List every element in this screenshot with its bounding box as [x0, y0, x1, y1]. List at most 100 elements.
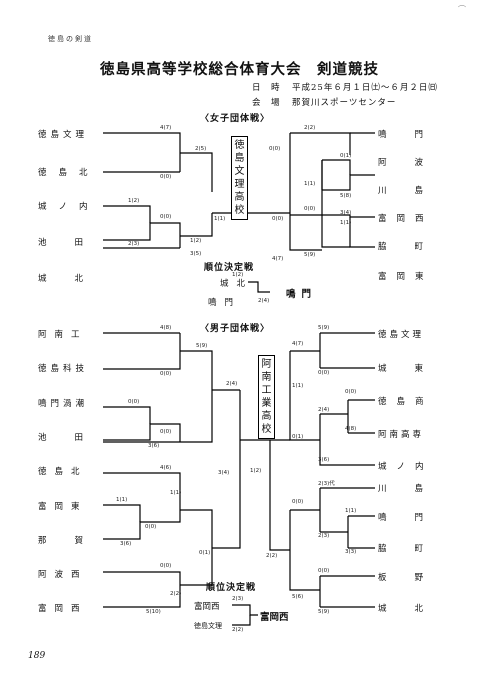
w-line-l4: [103, 222, 181, 248]
m-line-a3: [103, 406, 151, 424]
m-line-a13: [180, 509, 213, 586]
champion-char: 業: [261, 398, 272, 409]
w-line-l1: [103, 132, 181, 172]
men-right-team: 城ノ内: [378, 462, 434, 472]
champion-char: 阿: [261, 359, 272, 370]
men-left-team: 鳴門渦潮: [38, 399, 89, 409]
women-left-team: 徳島文理: [38, 130, 89, 140]
score: 0(0): [345, 389, 357, 395]
w-line-r3: [322, 174, 375, 191]
men-placement-winner: 富岡西: [260, 612, 289, 623]
men-right-team: 阿南高専: [378, 430, 425, 440]
men-right-team: 城北: [378, 604, 452, 614]
score: 0(0): [160, 214, 172, 220]
score: 0(0): [269, 146, 281, 152]
score: 2(4): [318, 407, 330, 413]
women-champion-box: 徳 島 文 理 高 校: [231, 136, 248, 220]
running-head: 徳島の剣道: [48, 35, 93, 43]
score: 2(2): [266, 553, 278, 559]
women-right-team: 富岡東: [378, 272, 434, 282]
score: 3(6): [120, 541, 132, 547]
score: 3(5): [190, 251, 202, 257]
m-line-a10: [103, 495, 181, 540]
women-right-team: 鳴門: [378, 130, 452, 140]
men-left-team: 徳島科技: [38, 364, 89, 374]
w-line-r1: [290, 132, 351, 155]
men-right-team: 徳島商: [378, 397, 434, 407]
m-place-line: [232, 604, 258, 616]
score: 1(2): [190, 238, 202, 244]
score: 3(6): [318, 457, 330, 463]
score: 0(1): [292, 434, 304, 440]
score: 5(8): [340, 193, 352, 199]
score: 2(3): [232, 596, 244, 602]
women-left-team: 城ノ内: [38, 202, 100, 212]
champion-char: 高: [261, 411, 272, 422]
score: 0(0): [160, 563, 172, 569]
w-line-l7: [180, 213, 213, 237]
men-right-team: 板野: [378, 573, 452, 583]
page-number: 189: [28, 651, 46, 661]
w-place-line: [248, 281, 270, 293]
men-left-team: 阿南工: [38, 330, 88, 340]
w-line-r2: [322, 159, 351, 175]
w-line-r8: [322, 214, 375, 218]
m-line-a6: [180, 350, 213, 443]
m-line-a8: [103, 472, 181, 495]
score: 2(4): [226, 381, 238, 387]
score: 2(2): [232, 627, 244, 633]
men-right-team: 城東: [378, 364, 452, 374]
score: 0(0): [160, 429, 172, 435]
score: 1(2): [128, 198, 140, 204]
champion-char: 理: [234, 179, 245, 190]
men-right-team: 川島: [378, 484, 452, 494]
venue-value: 那賀川スポーツセンター: [292, 98, 397, 108]
corner-mark: ⌒: [458, 5, 466, 14]
women-left-team: 徳島北: [38, 168, 100, 178]
w-line-r9: [349, 217, 375, 248]
score: 1(1): [116, 497, 128, 503]
m-line-b21: [289, 510, 320, 591]
score: 5(9): [318, 609, 330, 615]
m-line-b10: [289, 351, 320, 441]
score: 2(4): [258, 298, 270, 304]
score: 0(0): [128, 399, 140, 405]
men-left-team: 池田: [38, 433, 112, 443]
score: 4(7): [272, 256, 284, 262]
w-line-l6: [180, 152, 213, 192]
score: 1(2): [250, 468, 262, 474]
m-line-b8: [319, 414, 375, 466]
men-right-team: 徳島文理: [378, 330, 425, 340]
score: 0(0): [318, 370, 330, 376]
women-left-team: 城北: [38, 274, 112, 284]
score: 2(3): [318, 533, 330, 539]
score: 1(1): [304, 181, 316, 187]
men-placement-heading: 順位決定戦: [206, 583, 257, 593]
score: 4(8): [345, 426, 357, 432]
score: 1(1): [345, 508, 357, 514]
score: 3(4): [218, 470, 230, 476]
m-line-a2: [103, 333, 181, 370]
champion-char: 校: [234, 205, 245, 216]
score: 0(0): [160, 174, 172, 180]
men-left-team: 那賀: [38, 536, 112, 546]
men-placement-team2: 徳島文理: [194, 622, 222, 630]
women-right-team: 阿波: [378, 158, 452, 168]
m-line-a9: [103, 504, 141, 522]
champion-char: 徳: [234, 140, 245, 151]
score: 2(2): [304, 125, 316, 131]
score: 5(10): [146, 609, 161, 615]
women-right-team: 富岡西: [378, 214, 434, 224]
venue-label: 会 場: [252, 98, 281, 108]
m-line-a12: [103, 585, 181, 608]
w-line-r10: [321, 215, 350, 248]
page-title: 徳島県高等学校総合体育大会 剣道競技: [100, 62, 379, 78]
m-place-line2: [232, 615, 251, 626]
m-line-b22: [269, 440, 290, 551]
score: 0(1): [340, 153, 352, 159]
score: 5(9): [304, 252, 316, 258]
women-placement-team1: 城北: [220, 279, 254, 289]
score: 5(9): [196, 343, 208, 349]
women-placement-heading: 順位決定戦: [204, 263, 255, 273]
score: 2(3)代: [318, 481, 335, 487]
